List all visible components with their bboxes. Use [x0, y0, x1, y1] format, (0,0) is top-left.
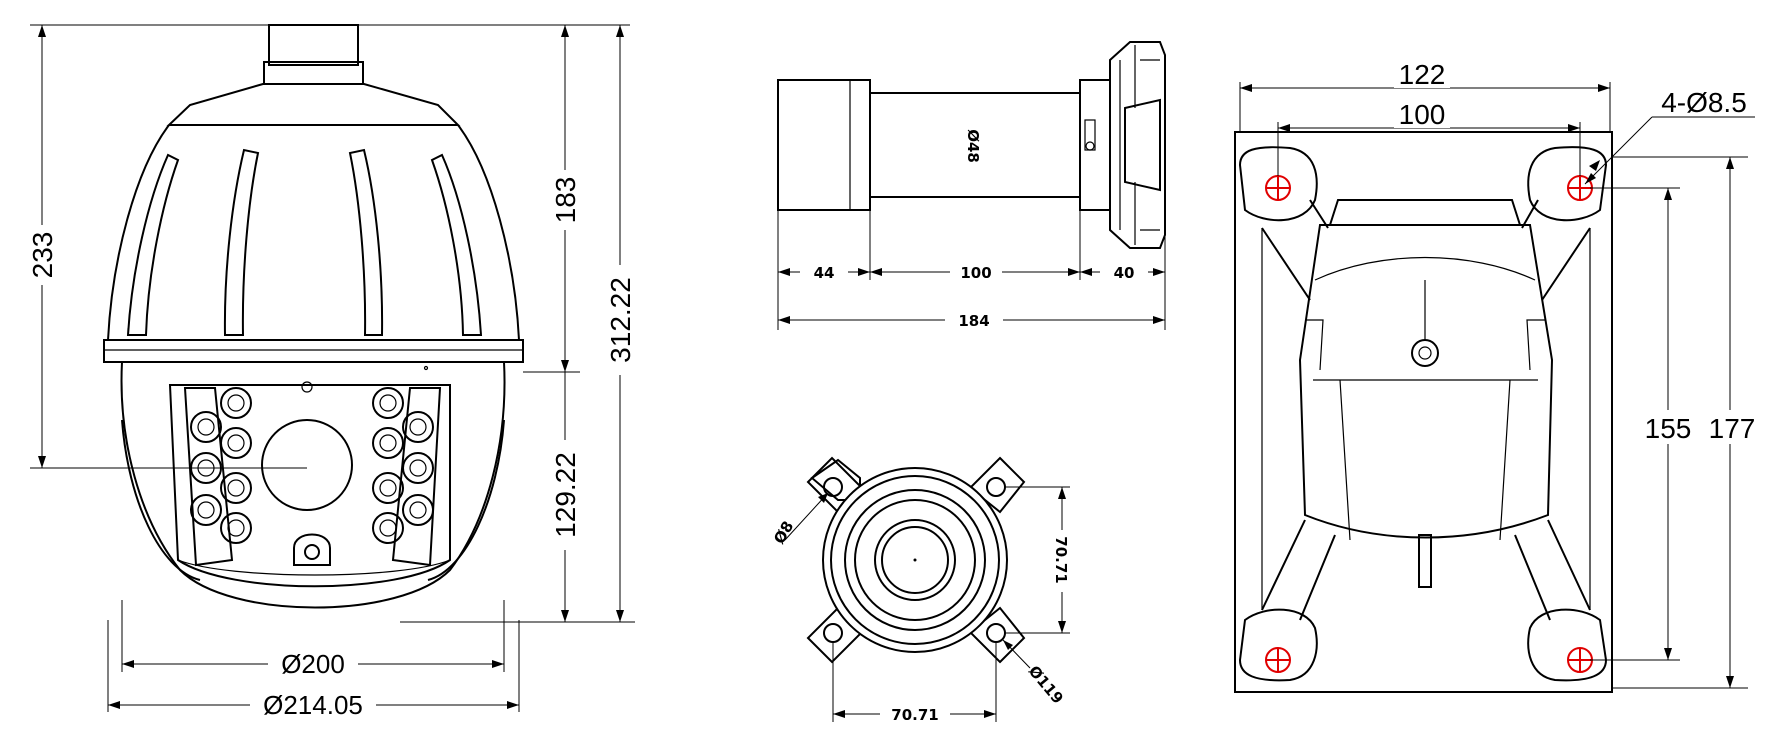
dim-length-right: 40	[1114, 264, 1135, 282]
dim-height-upper: 183	[550, 177, 581, 224]
dim-height-lower: 129.22	[550, 452, 581, 538]
wall-plate-dimensions	[1239, 82, 1755, 689]
dim-height-total: 233	[27, 232, 58, 279]
camera-lens	[261, 419, 353, 511]
ir-led-group-right	[372, 387, 434, 544]
camera-front-view: 233 183 312.22 129.22 Ø200 Ø214.05	[18, 24, 636, 720]
dim-height-outer: 177	[1709, 413, 1756, 444]
dim-width-holes: 100	[1399, 99, 1446, 130]
dim-length-total: 184	[958, 312, 989, 330]
dim-spacing-vertical: 70.71	[1052, 536, 1070, 583]
dim-diameter-outer: Ø214.05	[263, 690, 363, 720]
light-sensor-icon	[293, 533, 331, 566]
dim-height-overall: 312.22	[605, 277, 636, 363]
bracket-end-view: 70.71 70.71 Ø8 Ø119	[770, 456, 1076, 725]
dim-holes-spec: 4-Ø8.5	[1661, 87, 1747, 118]
ir-led-group-left	[190, 387, 252, 544]
dim-spacing-horizontal: 70.71	[891, 706, 938, 724]
bracket-side-view: Ø48 44 100 40 184	[777, 41, 1166, 330]
wall-plate-view: 122 100 4-Ø8.5 155 177	[1234, 58, 1762, 693]
dim-hole-diameter: Ø8	[770, 518, 797, 547]
dim-width-outer: 122	[1399, 59, 1446, 90]
dim-length-middle: 100	[960, 264, 991, 282]
dim-diameter-inner: Ø200	[281, 649, 345, 679]
mounting-hole-markers	[1265, 175, 1593, 673]
dim-height-holes: 155	[1645, 413, 1692, 444]
dim-length-left: 44	[814, 264, 835, 282]
dim-flange-diameter: Ø119	[1025, 662, 1067, 707]
dim-pipe-diameter: Ø48	[964, 129, 982, 163]
